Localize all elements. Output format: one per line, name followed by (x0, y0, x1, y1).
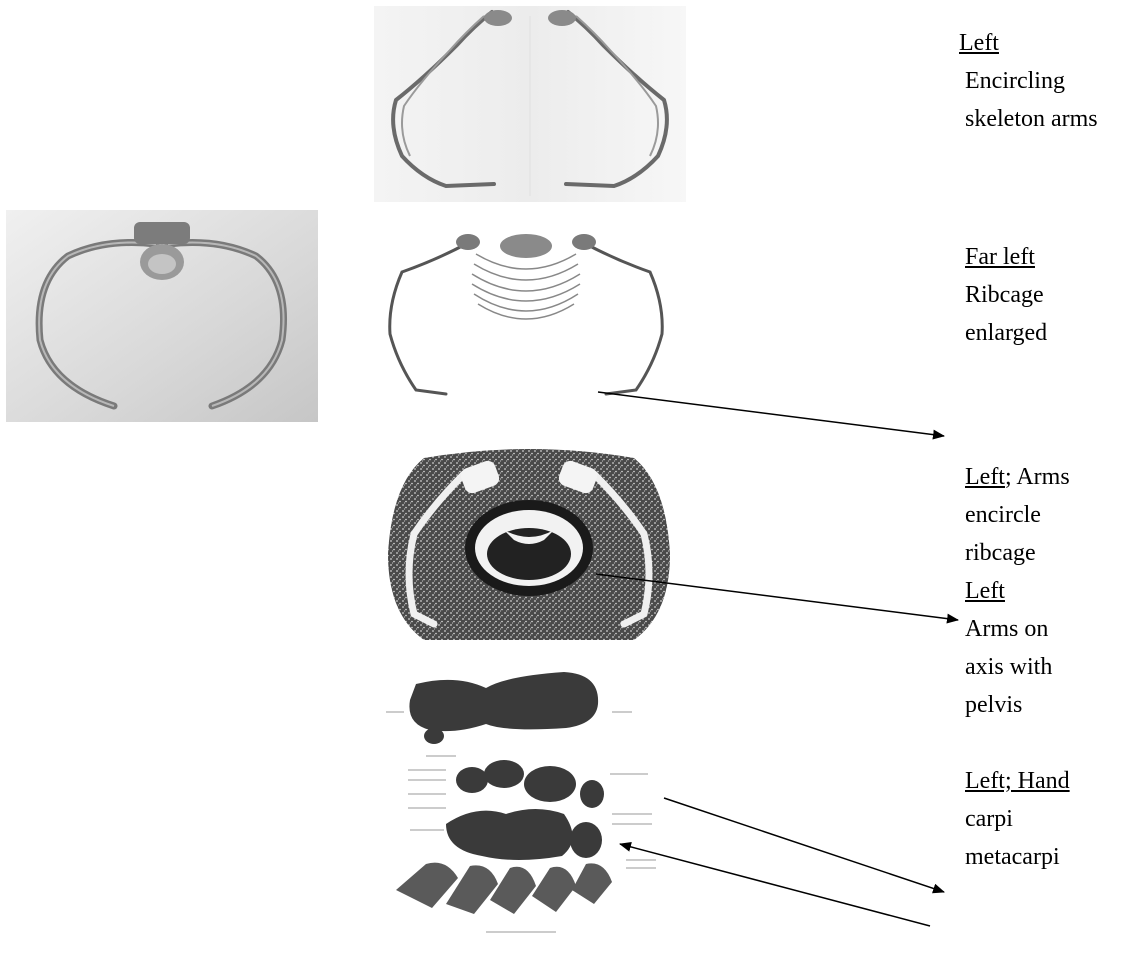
arrow-carpi (664, 798, 944, 892)
arrow-ribcage-to-caption (598, 392, 944, 436)
arrow-pelvis-to-caption (596, 574, 958, 620)
arrow-metacarpi (620, 844, 930, 926)
